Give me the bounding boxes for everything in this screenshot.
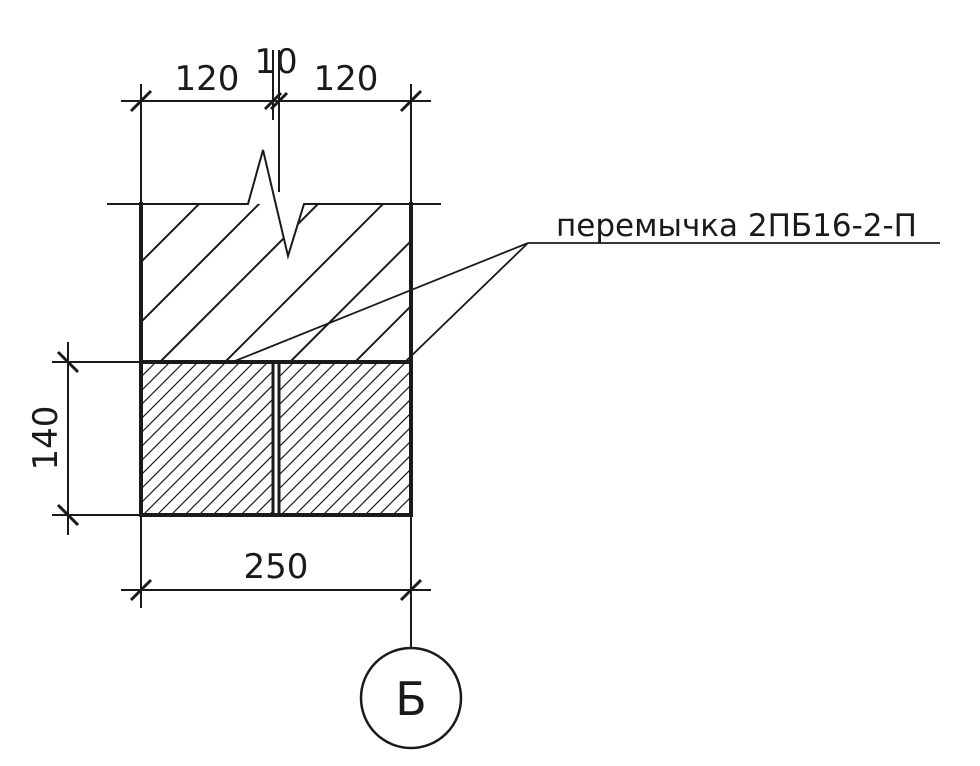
dim-bottom-width: 250 (244, 547, 309, 587)
callout-leaders (234, 242, 940, 362)
lintel-left-hatch (141, 362, 273, 515)
dim-top-right: 120 (314, 59, 379, 99)
bottom-dimension (121, 515, 431, 648)
lintel-right-hatch (279, 362, 411, 515)
break-line (107, 149, 441, 260)
axis-bubble (359, 646, 463, 750)
top-dimension (121, 50, 431, 204)
dim-left-height: 140 (26, 406, 66, 471)
dim-top-gap: 10 (254, 42, 297, 82)
left-dimension (52, 342, 141, 535)
callout-label: перемычка 2ПБ16-2-П (556, 208, 917, 244)
wall-hatch (141, 204, 411, 362)
dim-top-left: 120 (175, 59, 240, 99)
axis-label: Б (395, 672, 427, 726)
axis-marker: Б (359, 646, 463, 750)
section-outline (139, 202, 413, 517)
